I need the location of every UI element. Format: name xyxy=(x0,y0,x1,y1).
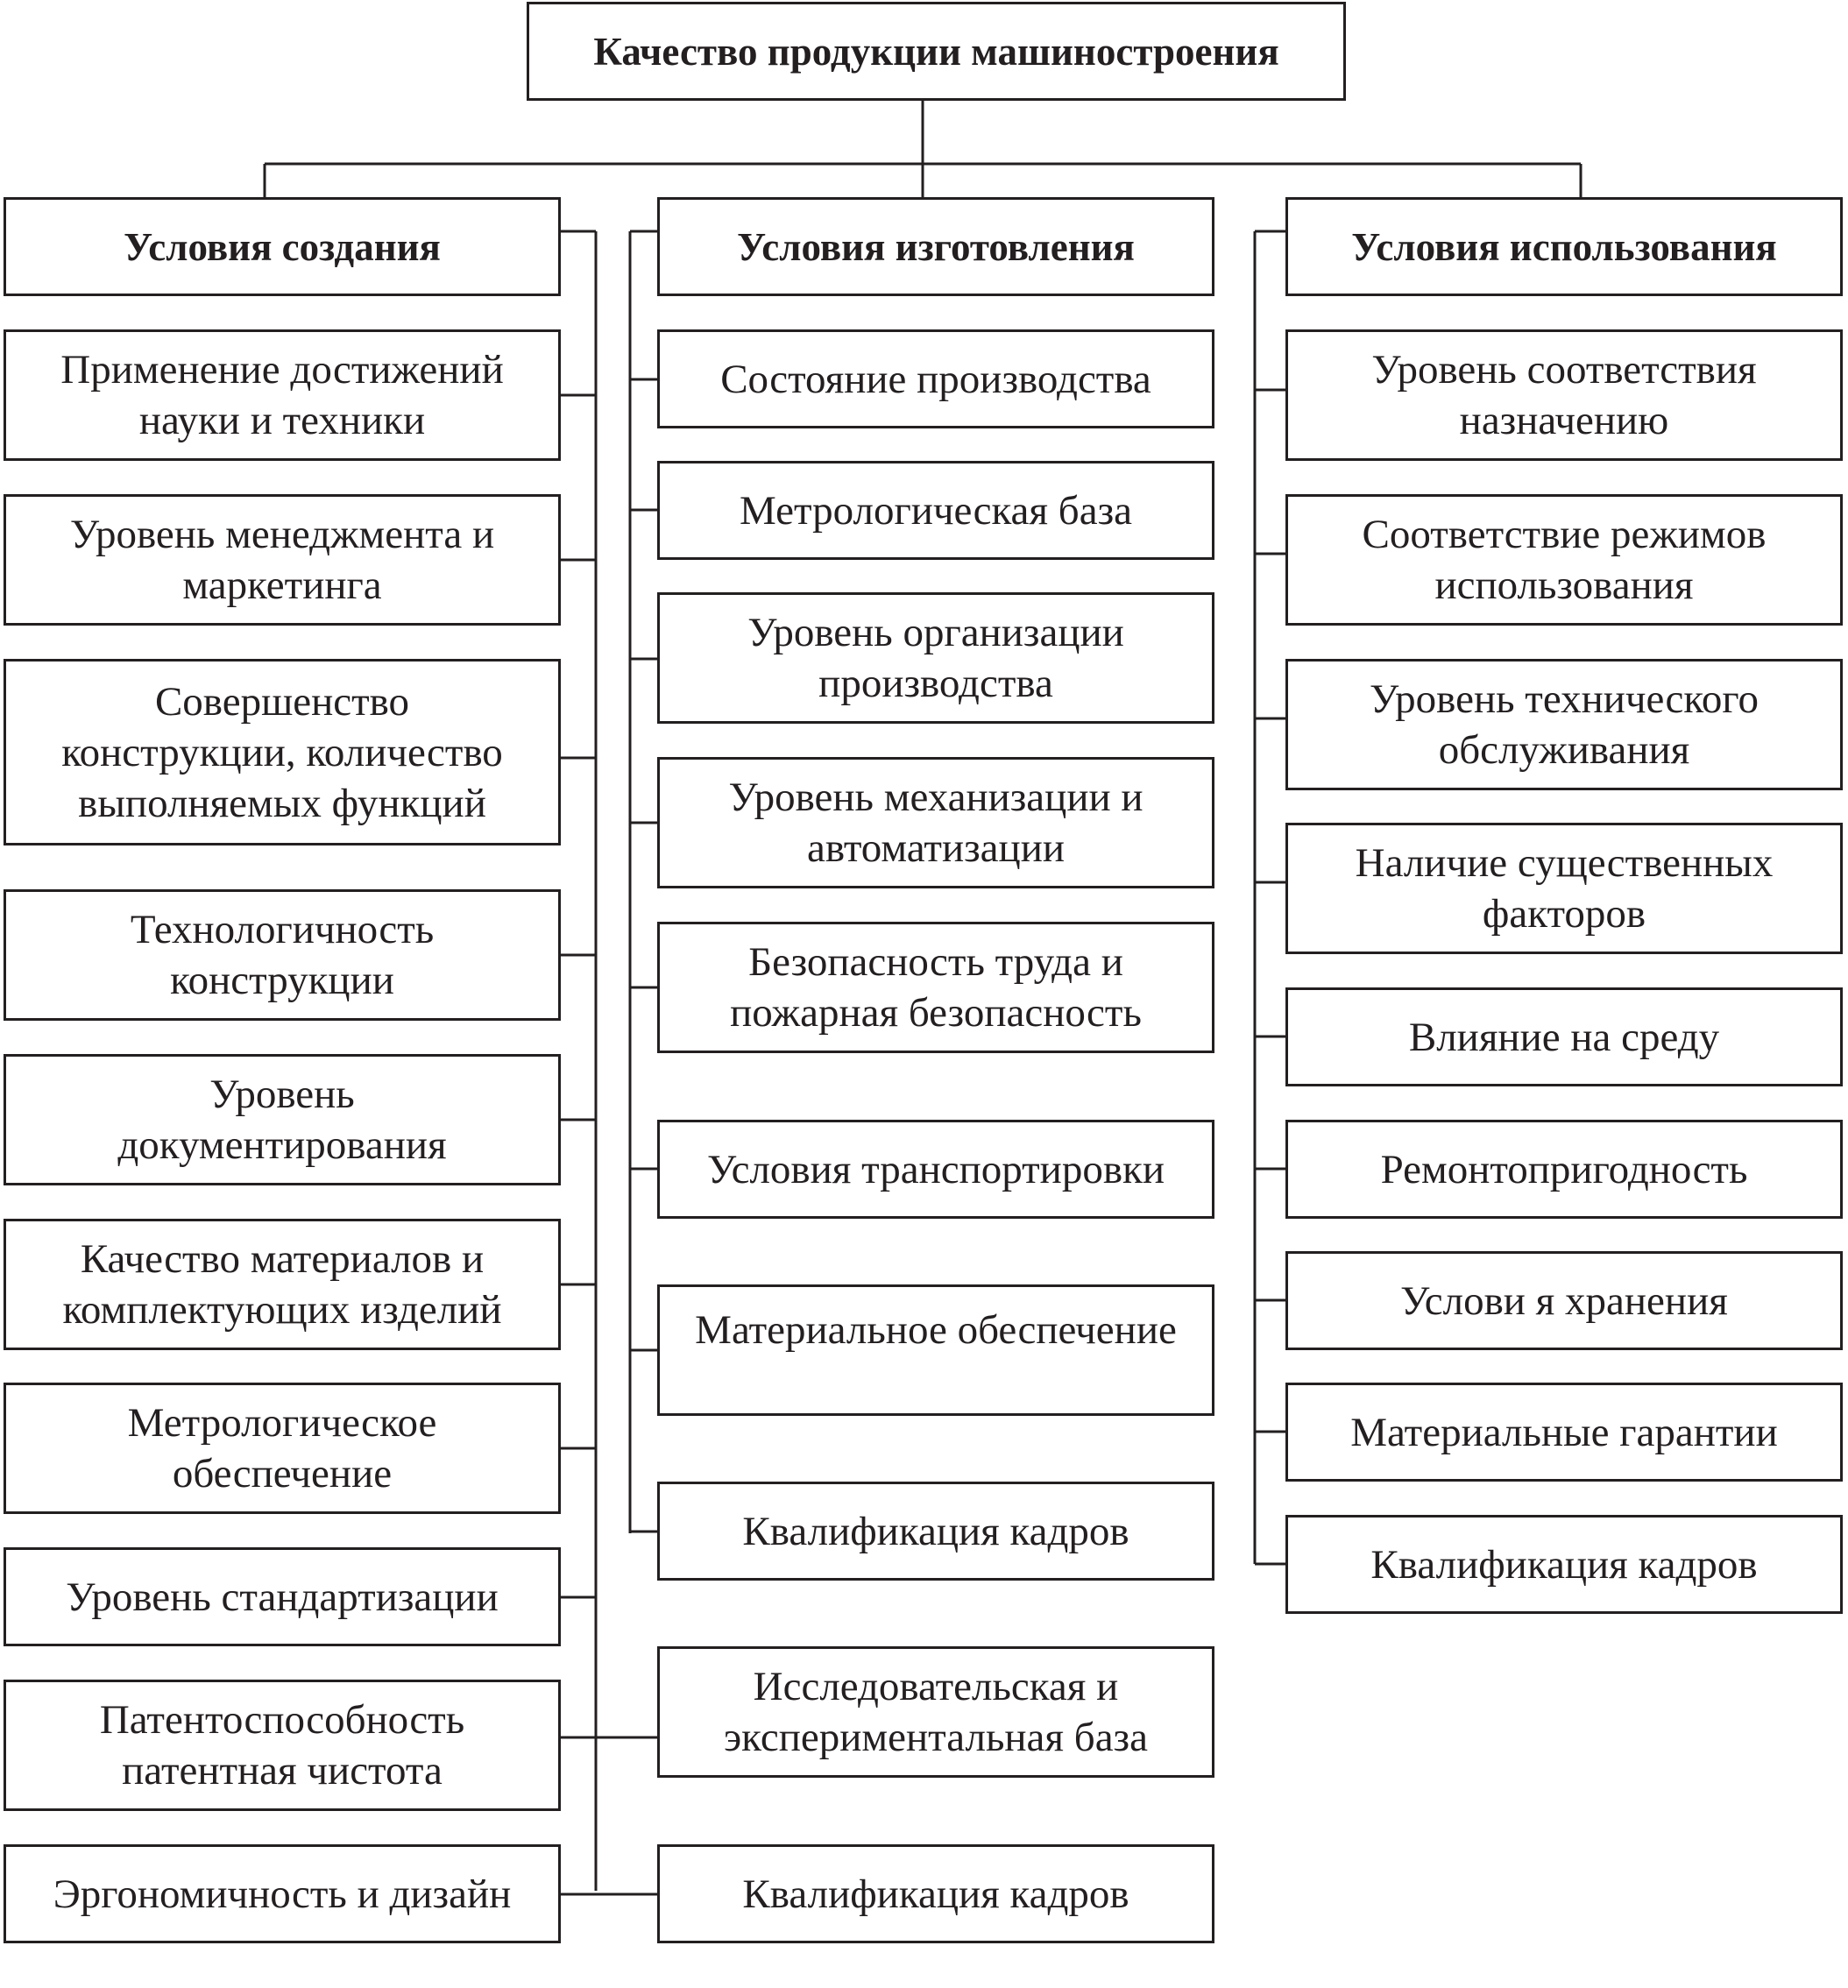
manufacture-item-box: Состояние производства xyxy=(657,329,1214,428)
usage-item-box: Ремонтопригодность xyxy=(1285,1120,1843,1219)
manufacture-header: Условия изготовления xyxy=(737,224,1135,269)
manufacture-item-box: Уровень организации производства xyxy=(657,592,1214,724)
creation-item-label: Технологичность конструкции xyxy=(130,907,435,1003)
creation-item-label: Патентоспособность патентная чистота xyxy=(99,1697,465,1793)
usage-item-label: Наличие существенных факторов xyxy=(1355,840,1774,937)
usage-item-box: Наличие существенных факторов xyxy=(1285,823,1843,954)
manufacture-item-label: Материальное обеспечение xyxy=(695,1307,1177,1353)
creation-header-box: Условия создания xyxy=(4,197,561,296)
manufacture-item-box: Уровень механизации и автоматизации xyxy=(657,757,1214,888)
manufacture-item-label: Условия транспортировки xyxy=(706,1146,1165,1192)
manufacture-header-box: Условия изготовления xyxy=(657,197,1214,296)
usage-item-label: Ремонтопригодность xyxy=(1380,1146,1748,1192)
manufacture-item-box: Условия транспортировки xyxy=(657,1120,1214,1219)
manufacture-item-label: Метрологическая база xyxy=(740,487,1132,534)
creation-item-label: Уровень стандартизации xyxy=(66,1574,499,1620)
creation-item-box: Уровень стандартизации xyxy=(4,1547,561,1646)
manufacture-item-box: Метрологическая база xyxy=(657,461,1214,560)
usage-header: Условия использования xyxy=(1351,224,1777,269)
usage-item-label: Материальные гарантии xyxy=(1350,1409,1778,1455)
creation-item-label: Качество материалов и комплектующих изде… xyxy=(62,1236,502,1333)
root-box: Качество продукции машиностроения xyxy=(527,2,1346,101)
usage-header-box: Условия использования xyxy=(1285,197,1843,296)
shared-item-label: Исследовательская и экспериментальная ба… xyxy=(724,1664,1148,1760)
creation-item-box: Патентоспособность патентная чистота xyxy=(4,1680,561,1811)
creation-item-label: Эргономичность и дизайн xyxy=(53,1871,512,1917)
usage-item-label: Уровень соответствия назначению xyxy=(1371,347,1757,443)
creation-item-box: Технологичность конструкции xyxy=(4,889,561,1021)
usage-item-box: Услови я хранения xyxy=(1285,1251,1843,1350)
shared-item-box: Исследовательская и экспериментальная ба… xyxy=(657,1646,1214,1778)
manufacture-item-box: Материальное обеспечение xyxy=(657,1284,1214,1416)
shared-item-box: Квалификация кадров xyxy=(657,1844,1214,1943)
usage-item-box: Материальные гарантии xyxy=(1285,1383,1843,1482)
creation-item-label: Применение достижений науки и техники xyxy=(60,347,504,443)
manufacture-item-box: Безопасность труда и пожарная безопаснос… xyxy=(657,922,1214,1053)
manufacture-item-label: Уровень организации производства xyxy=(747,610,1124,706)
manufacture-item-box: Квалификация кадров xyxy=(657,1482,1214,1581)
manufacture-item-label: Квалификация кадров xyxy=(742,1508,1129,1554)
creation-item-box: Уровень документирования xyxy=(4,1054,561,1185)
usage-item-label: Соответствие режимов использования xyxy=(1362,512,1767,608)
root-label: Качество продукции машиностроения xyxy=(593,29,1279,74)
creation-item-box: Метрологическое обеспечение xyxy=(4,1383,561,1514)
usage-item-box: Уровень технического обслуживания xyxy=(1285,659,1843,790)
usage-item-box: Квалификация кадров xyxy=(1285,1515,1843,1614)
usage-item-box: Соответствие режимов использования xyxy=(1285,494,1843,626)
usage-item-label: Влияние на среду xyxy=(1408,1014,1720,1060)
creation-item-box: Совершенство конструкции, количество вып… xyxy=(4,659,561,845)
creation-item-label: Уровень документирования xyxy=(117,1072,447,1168)
creation-item-box: Уровень менеджмента и маркетинга xyxy=(4,494,561,626)
usage-item-label: Квалификация кадров xyxy=(1370,1541,1758,1588)
creation-item-label: Метрологическое обеспечение xyxy=(127,1400,437,1496)
creation-item-box: Качество материалов и комплектующих изде… xyxy=(4,1219,561,1350)
creation-item-label: Уровень менеджмента и маркетинга xyxy=(69,512,495,608)
usage-item-box: Уровень соответствия назначению xyxy=(1285,329,1843,461)
shared-item-label: Квалификация кадров xyxy=(742,1871,1129,1917)
usage-item-label: Уровень технического обслуживания xyxy=(1370,676,1759,773)
creation-item-box: Эргономичность и дизайн xyxy=(4,1844,561,1943)
creation-header: Условия создания xyxy=(124,224,441,269)
creation-item-label: Совершенство конструкции, количество вып… xyxy=(61,678,503,826)
manufacture-item-label: Состояние производства xyxy=(720,356,1151,402)
usage-item-label: Услови я хранения xyxy=(1400,1277,1728,1324)
creation-item-box: Применение достижений науки и техники xyxy=(4,329,561,461)
usage-item-box: Влияние на среду xyxy=(1285,987,1843,1086)
manufacture-item-label: Уровень механизации и автоматизации xyxy=(728,775,1143,871)
manufacture-item-label: Безопасность труда и пожарная безопаснос… xyxy=(730,939,1142,1036)
